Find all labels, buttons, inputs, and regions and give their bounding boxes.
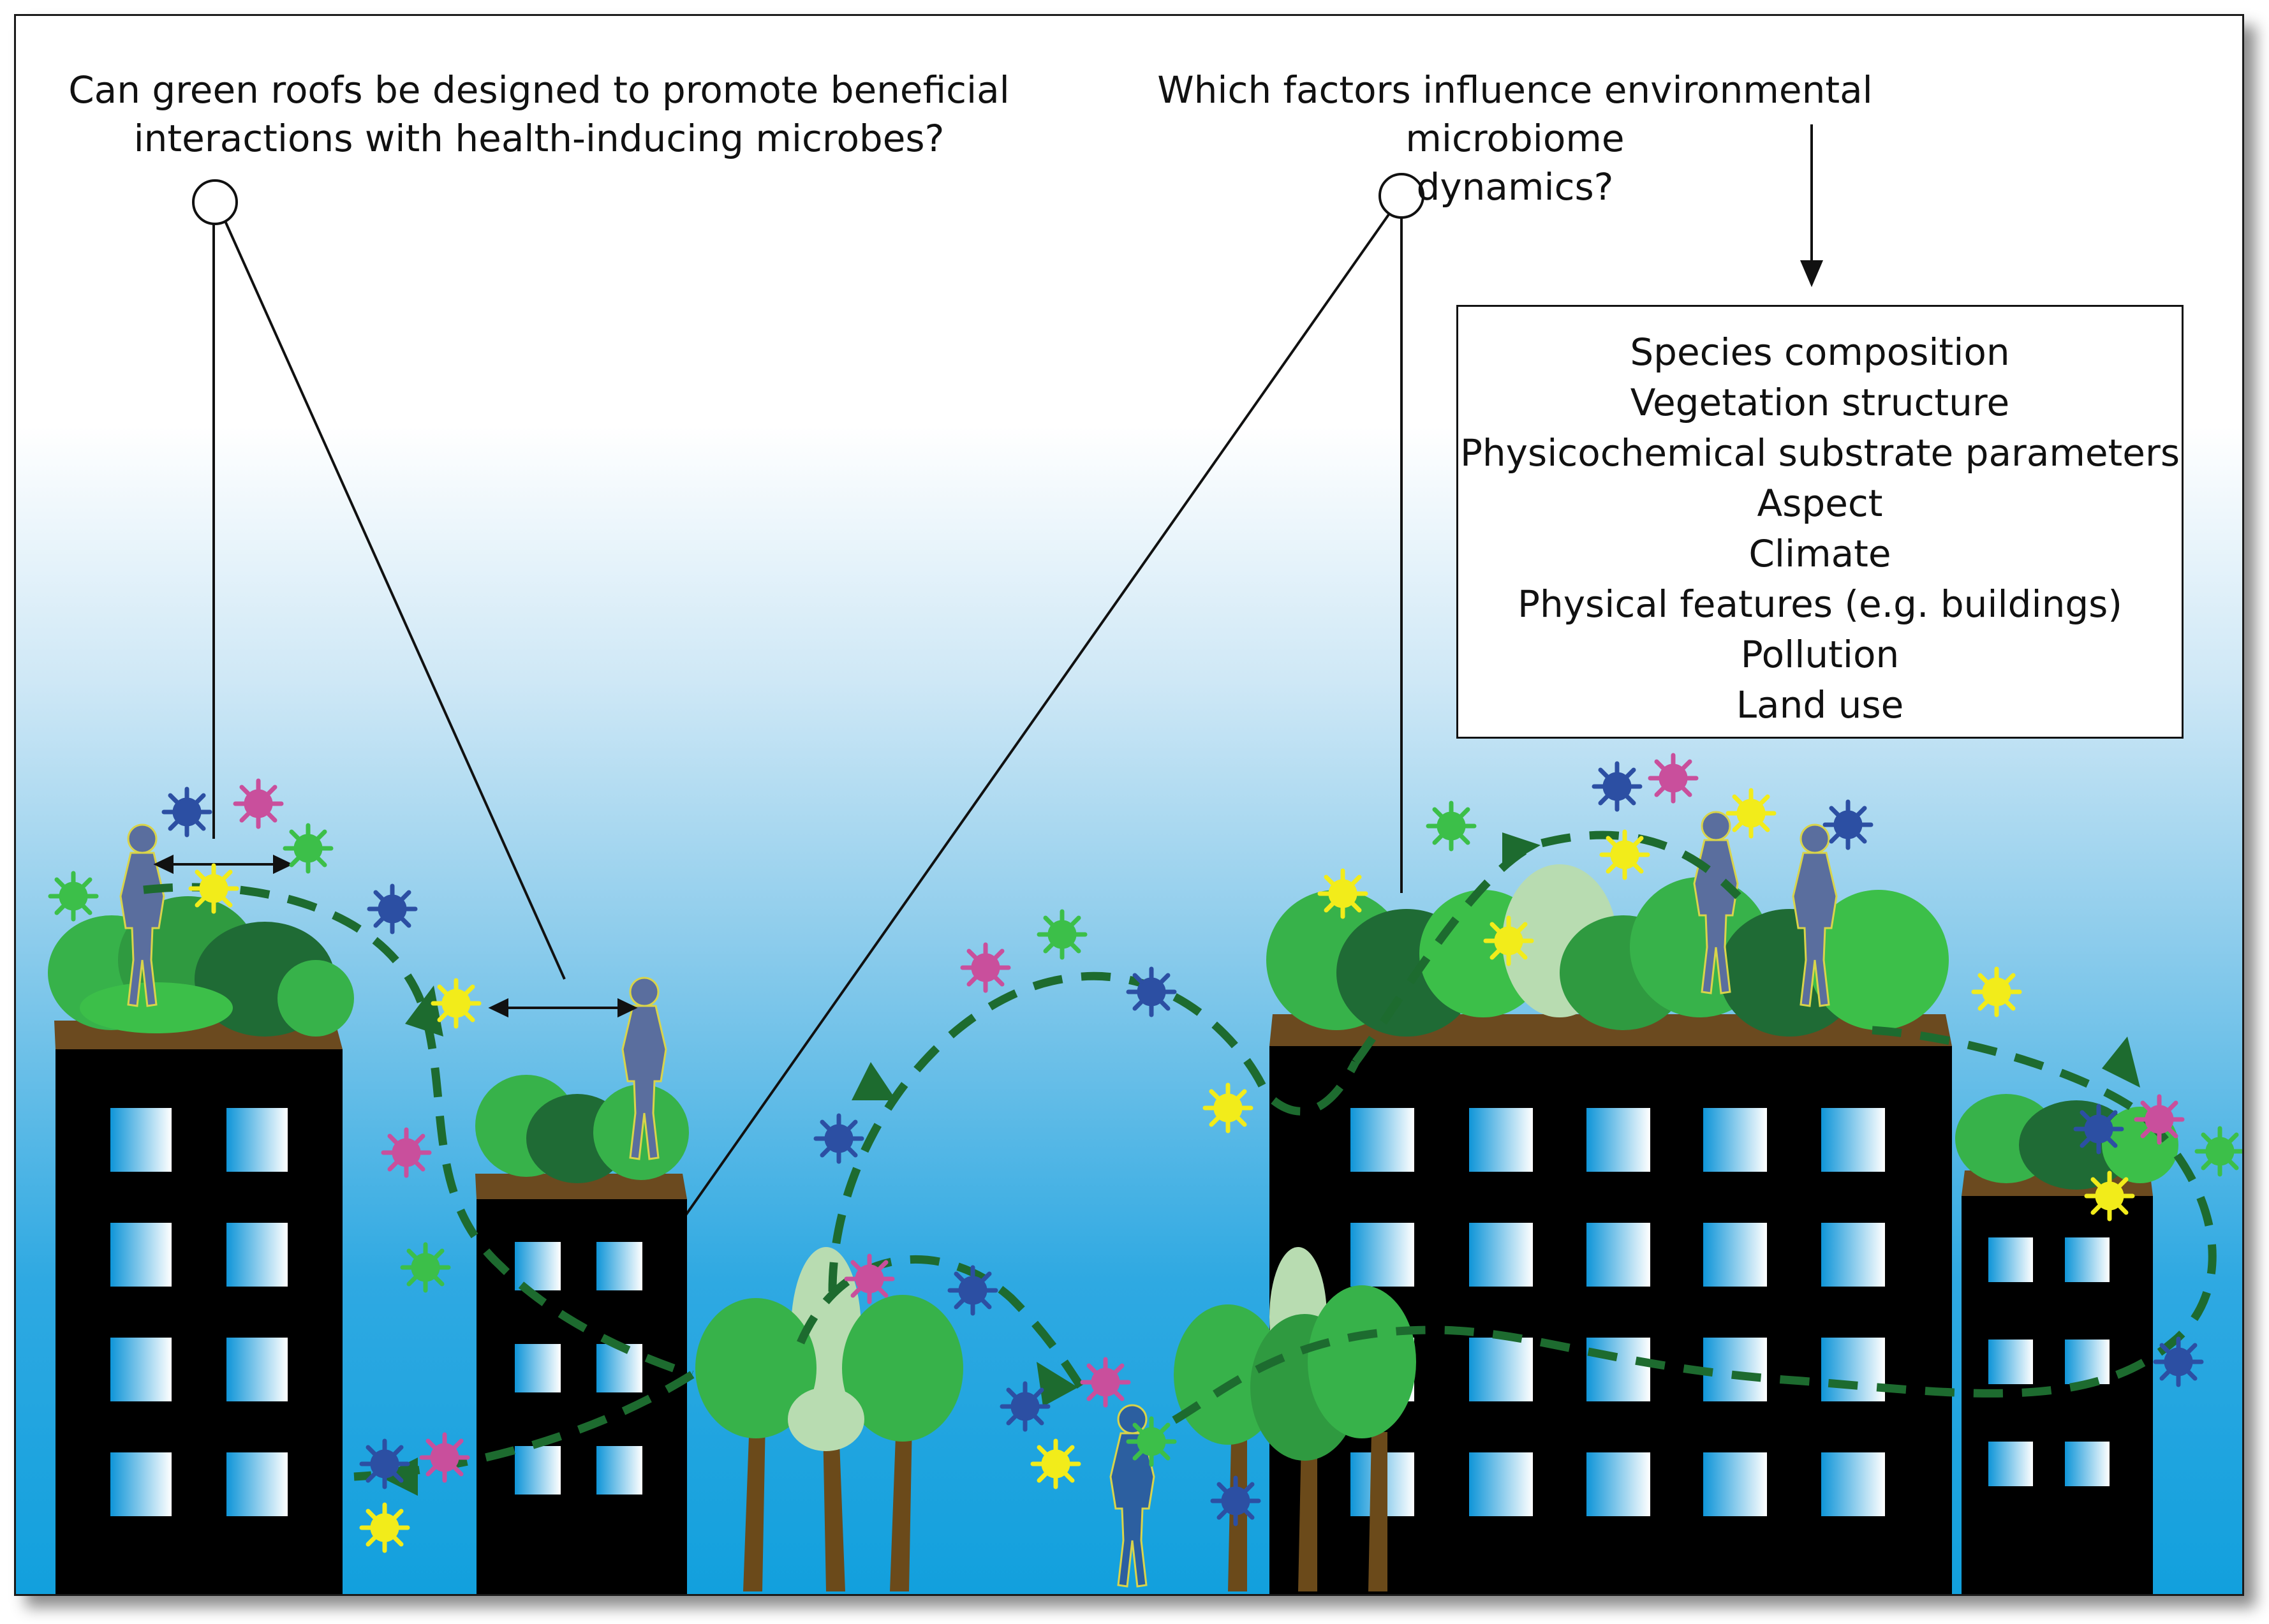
magnifier-circle-icon-left xyxy=(192,179,238,225)
factor-item: Physical features (e.g. buildings) xyxy=(1517,582,2123,626)
urban-green-roof-scene xyxy=(48,124,2242,1594)
building-icon-left-short xyxy=(477,1199,687,1594)
question-right-line-1: Which factors influence environmental mi… xyxy=(1157,68,1873,160)
factor-list-box: Species composition Vegetation structure… xyxy=(1456,305,2184,739)
tree-icon-group-right xyxy=(1174,1247,1416,1591)
diagram-frame: Can green roofs be designed to promote b… xyxy=(14,14,2244,1596)
factor-item: Aspect xyxy=(1757,482,1883,525)
factor-item: Physicochemical substrate parameters xyxy=(1460,431,2180,475)
question-green-roofs: Can green roofs be designed to promote b… xyxy=(54,66,1024,163)
question-left-line-1: Can green roofs be designed to promote b… xyxy=(68,68,1010,112)
question-right-line-2: dynamics? xyxy=(1416,165,1614,209)
interaction-arrow-left-tall xyxy=(153,854,293,875)
green-roof-right-large xyxy=(1266,864,1952,1046)
question-microbiome-factors: Which factors influence environmental mi… xyxy=(1049,66,1981,211)
factor-item: Land use xyxy=(1736,683,1904,727)
interaction-arrow-left-short xyxy=(488,998,638,1018)
green-roof-right-small xyxy=(1955,1094,2178,1196)
factor-item: Species composition xyxy=(1630,330,2010,374)
connector-lines xyxy=(212,206,1403,1216)
green-roof-left-tall xyxy=(48,896,354,1049)
factor-item: Pollution xyxy=(1740,633,1900,676)
factor-list: Species composition Vegetation structure… xyxy=(1458,327,2182,730)
question-left-line-2: interactions with health-inducing microb… xyxy=(133,117,945,160)
factor-item: Vegetation structure xyxy=(1630,381,2010,424)
building-icon-left-tall xyxy=(55,1049,343,1594)
magnifier-circle-icon-right xyxy=(1378,173,1424,219)
tree-icon-group-left xyxy=(695,1247,963,1591)
factor-item: Climate xyxy=(1748,532,1891,575)
arrow-to-factors xyxy=(1800,124,1824,288)
